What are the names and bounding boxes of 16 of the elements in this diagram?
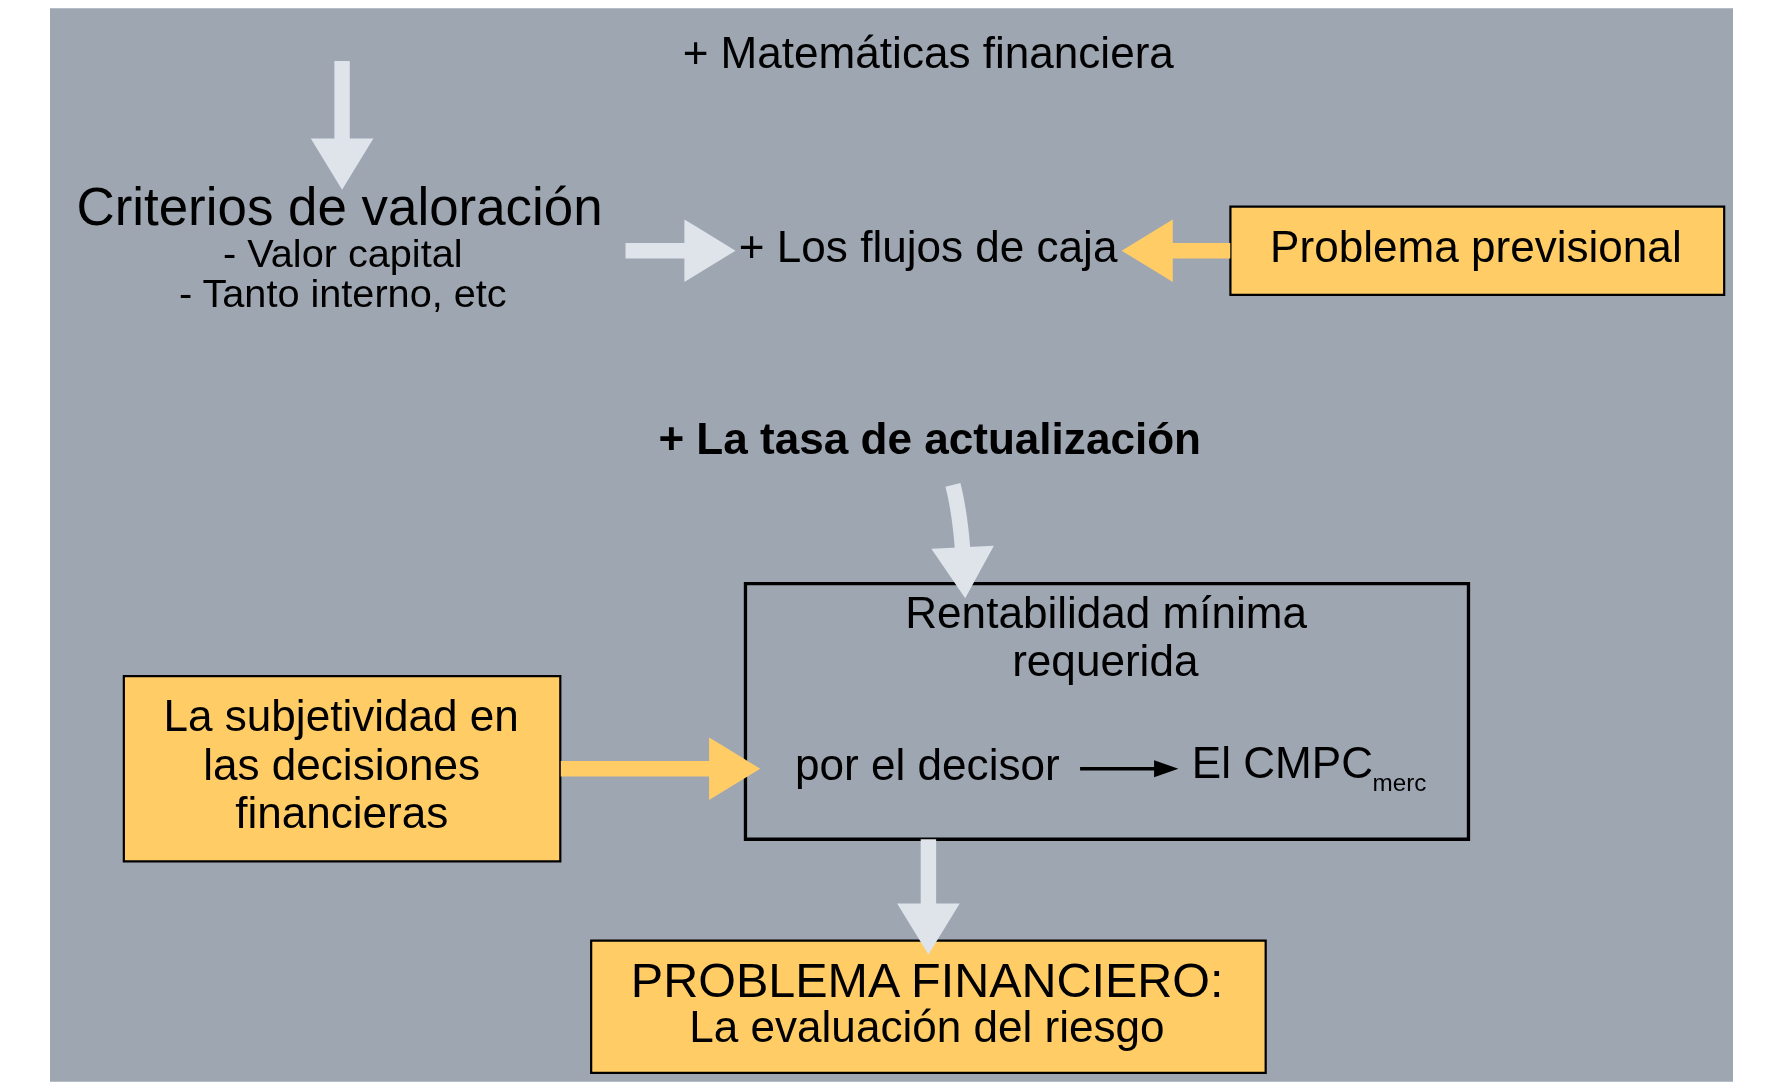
node-text: + Matemáticas financiera	[682, 27, 1174, 77]
node-text: Criterios de valoración - Valor capital - Tanto interno, etc	[76, 176, 603, 315]
arrow	[897, 839, 960, 955]
arrow	[1080, 760, 1179, 778]
arrow	[625, 219, 736, 283]
arrow	[931, 483, 994, 599]
node-box: Problema previsional	[1229, 205, 1726, 296]
node-text: + La tasa de actualización	[658, 413, 1202, 463]
node-text: + Los flujos de caja	[738, 221, 1118, 271]
node-text: por el decisor	[795, 739, 1060, 789]
arrow	[310, 61, 374, 190]
node-text: El CMPC$_{merc}$	[1191, 737, 1427, 797]
arrow	[560, 737, 761, 801]
arrow	[1121, 219, 1231, 283]
node-box: La subjetividad en las decisiones financieras	[122, 675, 562, 863]
node-box: PROBLEMA FINANCIERO: La evaluación del riesgo	[590, 939, 1267, 1075]
